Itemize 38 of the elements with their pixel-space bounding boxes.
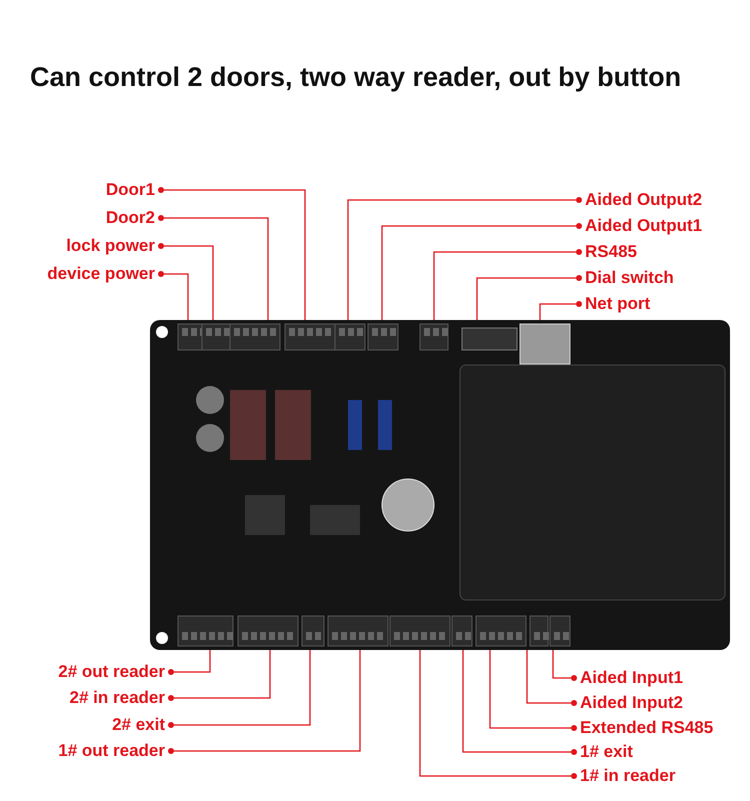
- callout-label: Door1: [106, 180, 155, 200]
- callout-label: device power: [47, 264, 155, 284]
- leader-line: [168, 650, 211, 675]
- leader-line: [168, 650, 361, 754]
- callout-label: 2# out reader: [58, 662, 165, 682]
- leader-line: [158, 215, 269, 320]
- callout-label: Dial switch: [585, 268, 674, 288]
- callout-label: RS485: [585, 242, 637, 262]
- leader-line: [489, 650, 577, 731]
- callout-label: Aided Output2: [585, 190, 702, 210]
- callout-label: lock power: [66, 236, 155, 256]
- leader-line: [419, 650, 577, 779]
- callout-label: 1# out reader: [58, 741, 165, 761]
- leader-line: [476, 275, 582, 320]
- leader-line: [552, 650, 577, 681]
- diagram-title: Can control 2 doors, two way reader, out by button: [30, 62, 682, 93]
- callout-label: 1# in reader: [580, 766, 676, 786]
- leader-line: [539, 301, 582, 320]
- callout-label: Extended RS485: [580, 718, 714, 738]
- leader-line: [433, 249, 582, 320]
- leader-line: [158, 187, 306, 320]
- callout-label: Door2: [106, 208, 155, 228]
- callout-label: Aided Input1: [580, 668, 683, 688]
- callout-label: 1# exit: [580, 742, 633, 762]
- leader-line: [168, 650, 271, 701]
- leader-line: [347, 197, 582, 320]
- leader-line: [462, 650, 577, 755]
- leader-line: [381, 223, 582, 320]
- circuit-board-drawing: [150, 320, 730, 650]
- leader-line: [526, 650, 577, 706]
- callout-label: 2# in reader: [70, 688, 165, 708]
- callout-label: Aided Output1: [585, 216, 702, 236]
- callout-label: Aided Input2: [580, 693, 683, 713]
- callout-label: Net port: [585, 294, 650, 314]
- leader-line: [158, 271, 189, 320]
- callout-label: 2# exit: [112, 715, 165, 735]
- leader-line: [158, 243, 214, 320]
- leader-line: [168, 650, 311, 728]
